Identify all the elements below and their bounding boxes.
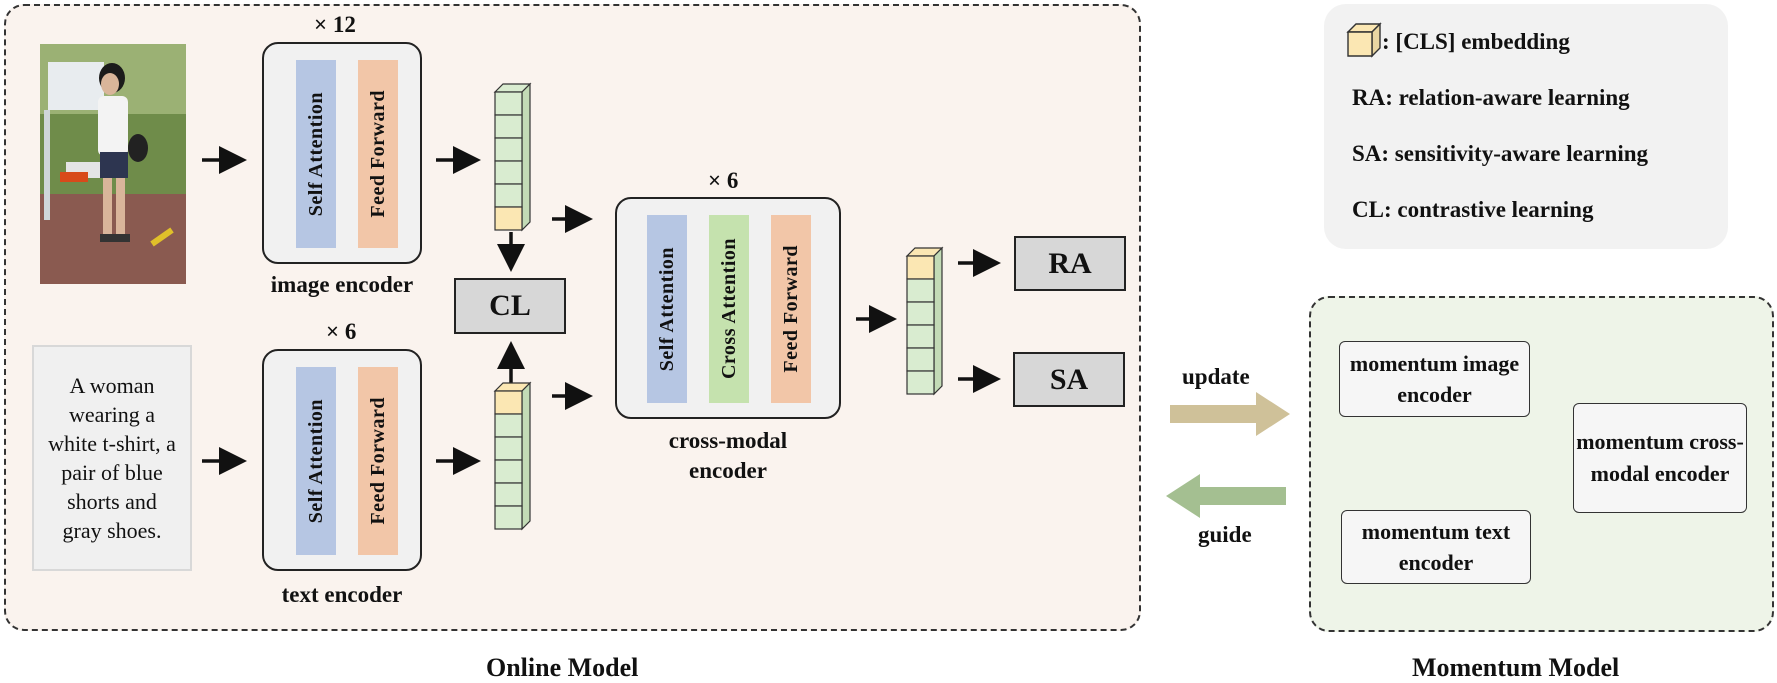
cross-modal-encoder-block: Self Attention Cross Attention Feed Forw… (615, 197, 841, 419)
legend-ra-text: RA: relation-aware learning (1352, 85, 1630, 110)
online-model-title: Online Model (486, 653, 639, 682)
momentum-image-encoder: momentum image encoder (1339, 341, 1530, 417)
legend-cls-text: : [CLS] embedding (1382, 29, 1570, 54)
legend-sa-text: SA: sensitivity-aware learning (1352, 141, 1649, 166)
token-cell (906, 347, 935, 372)
text-token-column (493, 381, 532, 531)
cross-feed-forward-layer: Feed Forward (771, 215, 811, 403)
image-encoder-repeat: × 12 (314, 12, 356, 37)
token-cell (494, 413, 523, 438)
token-cell (494, 459, 523, 484)
text-self-attention-layer: Self Attention (296, 367, 336, 555)
text-encoder-label: text encoder (281, 582, 403, 607)
text-encoder-repeat: × 6 (326, 319, 357, 344)
token-cell (906, 278, 935, 303)
token-cell (494, 160, 523, 185)
update-label: update (1182, 364, 1250, 389)
image-self-attention-layer: Self Attention (296, 60, 336, 248)
cross-modal-encoder-repeat: × 6 (708, 168, 739, 193)
cross-modal-token-column (905, 246, 944, 396)
input-caption-card: A woman wearing a white t-shirt, a pair … (32, 345, 192, 571)
token-cell (494, 114, 523, 139)
input-caption-text: A woman wearing a white t-shirt, a pair … (48, 373, 176, 543)
cross-attention-layer: Cross Attention (709, 215, 749, 403)
legend-cl-text: CL: contrastive learning (1352, 197, 1594, 222)
token-cell (494, 183, 523, 208)
cross-modal-encoder-label-line1: cross-modal (668, 428, 788, 453)
update-arrow-icon (1170, 392, 1290, 436)
online-model-panel (4, 4, 1141, 631)
input-person-image (40, 44, 186, 284)
image-encoder-block: Self Attention Feed Forward (262, 42, 422, 264)
cl-box: CL (454, 278, 566, 334)
cls-token (494, 390, 523, 415)
token-cell (906, 370, 935, 395)
cls-token (906, 255, 935, 280)
image-feed-forward-layer: Feed Forward (358, 60, 398, 248)
legend-box (1324, 4, 1728, 249)
cls-cube-icon (1346, 22, 1382, 58)
cross-modal-encoder-label-line2: encoder (689, 458, 767, 483)
token-cell (494, 137, 523, 162)
token-cell (906, 324, 935, 349)
momentum-model-title: Momentum Model (1412, 653, 1620, 682)
cls-token (494, 206, 523, 231)
image-token-column (493, 82, 532, 232)
text-feed-forward-layer: Feed Forward (358, 367, 398, 555)
ra-box: RA (1014, 236, 1126, 291)
sa-box: SA (1013, 352, 1125, 407)
token-cell (494, 91, 523, 116)
image-encoder-label: image encoder (270, 272, 414, 297)
cross-self-attention-layer: Self Attention (647, 215, 687, 403)
text-encoder-block: Self Attention Feed Forward (262, 349, 422, 571)
token-cell (494, 505, 523, 530)
momentum-text-encoder: momentum text encoder (1341, 510, 1531, 584)
token-cell (906, 301, 935, 326)
guide-arrow-icon (1166, 474, 1286, 518)
token-cell (494, 482, 523, 507)
momentum-cross-modal-encoder: momentum cross-modal encoder (1573, 403, 1747, 513)
token-cell (494, 436, 523, 461)
person-photo-illustration (40, 44, 186, 284)
guide-label: guide (1198, 522, 1252, 547)
